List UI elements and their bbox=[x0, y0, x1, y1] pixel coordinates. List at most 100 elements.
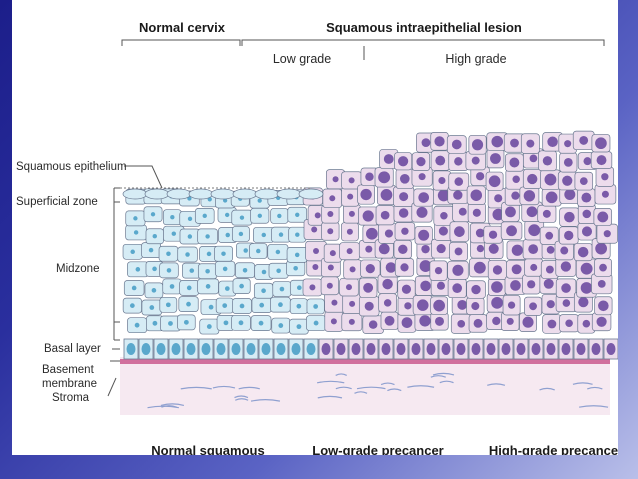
membrane-label: membrane bbox=[42, 378, 97, 390]
basal-nucleus bbox=[411, 343, 421, 355]
stroma-fiber bbox=[539, 387, 555, 391]
cell-nucleus bbox=[365, 263, 375, 274]
cell-nucleus bbox=[368, 320, 378, 329]
cell-nucleus bbox=[476, 172, 485, 181]
cell-nucleus bbox=[417, 299, 429, 311]
cell-nucleus bbox=[511, 264, 522, 275]
superficial-cell bbox=[298, 188, 324, 200]
cell-nucleus bbox=[458, 207, 467, 216]
cell-nucleus bbox=[511, 244, 523, 256]
cell-nucleus bbox=[261, 232, 266, 238]
cell-nucleus bbox=[261, 288, 266, 294]
cell-nucleus bbox=[401, 284, 412, 294]
cell-nucleus bbox=[365, 245, 373, 253]
basal-nucleus bbox=[231, 343, 241, 355]
cell-nucleus bbox=[492, 208, 505, 221]
slide: Normal cervix Squamous intraepithelial l… bbox=[12, 0, 618, 455]
cell-nucleus bbox=[206, 251, 212, 257]
cell-nucleus bbox=[239, 215, 245, 220]
cell-nucleus bbox=[457, 319, 466, 328]
cell-nucleus bbox=[243, 248, 248, 253]
cell-nucleus bbox=[278, 302, 283, 308]
cell-nucleus bbox=[383, 154, 394, 164]
basal-nucleus bbox=[216, 343, 226, 355]
cell-nucleus bbox=[546, 246, 555, 254]
cell-nucleus bbox=[438, 226, 448, 236]
basement-membrane bbox=[120, 359, 610, 364]
cell-nucleus bbox=[133, 230, 139, 235]
cell-nucleus bbox=[206, 324, 212, 329]
stroma-fiber bbox=[487, 383, 506, 386]
cell-nucleus bbox=[183, 319, 189, 325]
cell-nucleus bbox=[401, 317, 413, 328]
cell-nucleus bbox=[528, 224, 541, 237]
cell-nucleus bbox=[296, 285, 302, 291]
cell-nucleus bbox=[187, 216, 193, 222]
cell-nucleus bbox=[545, 231, 554, 240]
cell-nucleus bbox=[276, 268, 281, 274]
stroma-fiber bbox=[356, 386, 386, 390]
cell-nucleus bbox=[399, 173, 410, 184]
cell-nucleus bbox=[454, 247, 463, 256]
cell-nucleus bbox=[457, 299, 468, 310]
cell-nucleus bbox=[560, 246, 569, 255]
cell-nucleus bbox=[542, 156, 553, 166]
cell-nucleus bbox=[542, 209, 551, 218]
cell-nucleus bbox=[202, 213, 207, 219]
cell-nucleus bbox=[582, 319, 591, 328]
superficial-cell bbox=[122, 188, 148, 200]
cell-nucleus bbox=[208, 304, 214, 310]
stroma-fiber bbox=[335, 373, 348, 376]
cell-nucleus bbox=[580, 282, 593, 294]
cell-nucleus bbox=[400, 263, 409, 272]
cell-nucleus bbox=[543, 278, 554, 289]
basal-nucleus bbox=[291, 343, 301, 355]
cell-nucleus bbox=[475, 228, 485, 238]
cell-nucleus bbox=[313, 320, 319, 326]
cell-nucleus bbox=[527, 173, 538, 185]
basal-nucleus bbox=[321, 343, 331, 355]
stroma-fiber bbox=[354, 391, 368, 394]
cell-nucleus bbox=[312, 264, 319, 271]
basal-nucleus bbox=[306, 343, 316, 355]
cell-nucleus bbox=[133, 216, 138, 221]
cell-nucleus bbox=[564, 140, 572, 148]
basal-nucleus bbox=[381, 343, 391, 355]
cell-nucleus bbox=[453, 190, 463, 200]
cell-nucleus bbox=[277, 213, 282, 219]
cell-nucleus bbox=[597, 211, 609, 223]
basal-nucleus bbox=[501, 343, 511, 355]
cell-nucleus bbox=[596, 155, 607, 166]
cell-nucleus bbox=[451, 139, 462, 150]
cell-nucleus bbox=[545, 265, 554, 274]
stroma-fiber bbox=[572, 382, 593, 385]
basal-nucleus bbox=[561, 343, 571, 355]
header-brackets bbox=[121, 39, 605, 60]
cell-nucleus bbox=[488, 175, 501, 188]
cell-nucleus bbox=[239, 283, 244, 289]
cell-nucleus bbox=[418, 192, 430, 203]
cell-nucleus bbox=[473, 318, 483, 328]
cell-nucleus bbox=[418, 229, 430, 241]
cell-nucleus bbox=[433, 299, 445, 312]
cell-nucleus bbox=[470, 189, 483, 201]
cell-nucleus bbox=[562, 175, 573, 186]
stroma-fiber bbox=[335, 386, 352, 390]
cell-nucleus bbox=[331, 299, 338, 306]
cell-nucleus bbox=[436, 244, 446, 254]
cell-nucleus bbox=[278, 323, 284, 328]
cell-nucleus bbox=[526, 206, 538, 218]
cell-nucleus bbox=[510, 280, 521, 291]
cell-nucleus bbox=[165, 302, 171, 308]
cell-nucleus bbox=[130, 249, 135, 255]
cell-nucleus bbox=[349, 300, 356, 307]
cell-nucleus bbox=[346, 248, 353, 255]
superficial-zone-label: Superficial zone bbox=[16, 196, 98, 208]
cell-nucleus bbox=[186, 301, 191, 307]
cell-nucleus bbox=[222, 303, 228, 308]
cell-nucleus bbox=[416, 206, 428, 218]
basal-nucleus bbox=[201, 343, 211, 355]
cell-nucleus bbox=[238, 320, 244, 326]
stroma-fiber bbox=[579, 405, 609, 408]
cell-nucleus bbox=[528, 244, 539, 255]
